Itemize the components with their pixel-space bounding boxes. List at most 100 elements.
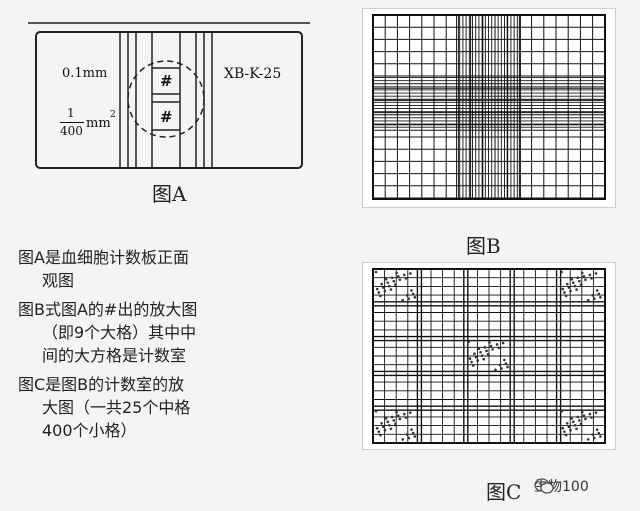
cell-dot — [470, 360, 473, 364]
cell-dot — [591, 433, 595, 436]
description: 图A是血细胞计数板正面 观图 图B式图A的#出的放大图 （即9个大格）其中中 间… — [18, 246, 268, 442]
cell-dot — [401, 298, 404, 302]
cell-dot — [410, 428, 413, 431]
cell-dot — [477, 347, 481, 351]
cell-dot — [580, 271, 584, 275]
cell-dot — [567, 425, 571, 429]
grid-b-border — [372, 14, 606, 200]
cell-dot — [561, 287, 565, 291]
cell-dot — [489, 344, 493, 348]
cell-dot — [506, 365, 509, 369]
cell-dot — [404, 416, 408, 419]
area-exponent: 2 — [110, 110, 116, 120]
cell-dot — [580, 410, 584, 414]
cell-dot — [374, 409, 378, 413]
cell-dot — [588, 273, 592, 277]
cell-dot — [595, 289, 599, 292]
cell-dot — [401, 438, 404, 441]
cell-dot — [575, 288, 578, 291]
cell-dot — [394, 283, 397, 286]
cell-dot — [383, 289, 387, 293]
cell-dot — [409, 272, 412, 275]
cell-dot — [578, 419, 581, 422]
caption-c: 图C — [486, 480, 522, 504]
cell-dot — [398, 417, 402, 421]
caption-b: 图B — [466, 234, 501, 258]
cell-dot — [388, 424, 391, 427]
desc-line: 观图 — [42, 271, 75, 290]
cell-dot — [593, 297, 596, 301]
cell-dot — [409, 411, 412, 414]
caption-a: 图A — [152, 182, 187, 206]
cell-dot — [390, 415, 394, 419]
spec-left-label: 0.1mm — [62, 66, 108, 81]
area-fraction: 1 400 mm 2 — [60, 106, 120, 140]
cell-dot — [582, 275, 586, 278]
fraction-bar — [60, 122, 84, 123]
cell-dot — [579, 422, 583, 426]
cell-dot — [569, 289, 572, 293]
cell-dot — [575, 427, 578, 431]
cell-dot — [384, 277, 388, 281]
cell-dot — [504, 362, 508, 365]
figure-a-drawing — [28, 22, 310, 169]
cell-dot — [491, 348, 494, 351]
figure-c-grid — [372, 268, 606, 444]
cell-dot — [564, 433, 568, 437]
cell-dot — [379, 433, 382, 437]
cell-dot — [474, 355, 478, 359]
desc-line: （即9个大格）其中中 — [42, 323, 197, 342]
cell-dot — [386, 281, 390, 284]
cell-dot — [467, 340, 471, 343]
cell-dot — [386, 420, 390, 424]
cell-dot — [503, 358, 506, 362]
cell-dot — [582, 414, 586, 417]
cell-dot — [375, 287, 379, 291]
cell-dot — [569, 428, 572, 432]
cell-dot — [407, 297, 411, 301]
cell-dot — [570, 277, 573, 281]
cell-dot — [500, 367, 503, 370]
cell-dot — [590, 416, 593, 419]
cell-dot — [560, 270, 563, 274]
cell-dot — [597, 292, 601, 296]
cell-dot — [572, 420, 575, 424]
cell-dot — [498, 363, 502, 367]
hash-bottom: # — [160, 108, 173, 126]
cell-dot — [563, 291, 566, 294]
cell-dot — [410, 289, 413, 292]
area-unit: mm — [86, 116, 111, 131]
cell-dot — [389, 288, 393, 291]
cell-dot — [402, 273, 406, 277]
cell-dot — [576, 415, 580, 419]
cell-dot — [407, 436, 411, 440]
cell-dot — [486, 352, 490, 356]
cell-dot — [586, 438, 590, 441]
cell-dot — [480, 354, 484, 358]
figure-c — [362, 262, 616, 450]
cell-dot — [476, 359, 479, 362]
cell-dot — [485, 349, 488, 353]
cell-dot — [591, 294, 595, 297]
cell-dot — [573, 284, 577, 288]
cell-dot — [483, 346, 487, 349]
desc-line: 400个小格） — [42, 421, 137, 440]
desc-line: 图A是血细胞计数板正面 — [18, 248, 189, 267]
cell-dot — [593, 436, 596, 440]
cell-dot — [398, 278, 402, 282]
cell-dot — [377, 430, 381, 433]
cell-dot — [390, 276, 394, 280]
cell-dot — [564, 294, 568, 298]
cell-dot — [389, 427, 393, 431]
cell-dot — [381, 286, 385, 289]
cell-dot — [394, 422, 397, 426]
cell-dot — [405, 433, 409, 436]
cell-dot — [392, 279, 396, 283]
cell-dot — [599, 435, 602, 438]
cell-dot — [501, 341, 505, 345]
cell-dot — [473, 352, 476, 355]
cell-dot — [570, 417, 573, 420]
cell-dot — [594, 272, 598, 275]
cell-dot — [377, 291, 381, 294]
cell-dot — [576, 276, 580, 280]
